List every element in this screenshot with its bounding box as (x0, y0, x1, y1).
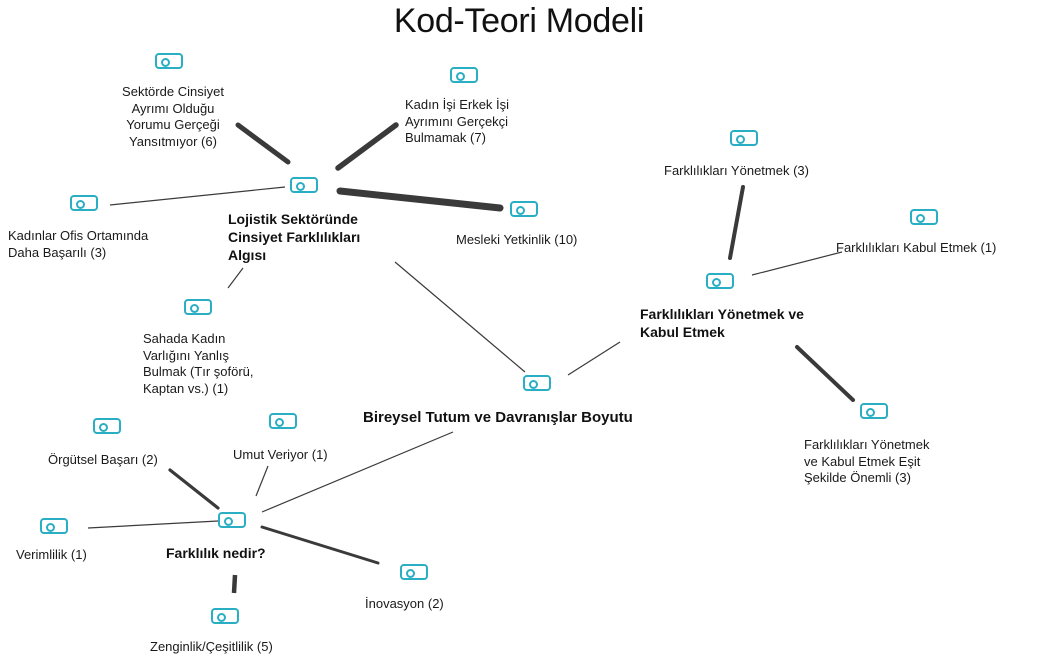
edge-sektorde-cinsiyet (235, 122, 291, 165)
code-label-orgutsel-basari: Örgütsel Başarı (2) (48, 452, 158, 467)
edge-lojistik-bireysel (394, 261, 526, 373)
code-icon[interactable] (155, 53, 183, 69)
hub-label-farklilik-nedir: Farklılık nedir? (166, 545, 266, 561)
code-label-kadin-isi: Kadın İşi Erkek İşi Ayrımını Gerçekçi Bu… (405, 97, 510, 145)
code-label-mesleki-yetkinlik: Mesleki Yetkinlik (10) (456, 232, 578, 247)
code-icon[interactable] (730, 130, 758, 146)
hub-label-bireysel: Bireysel Tutum ve Davranışlar Boyutu (363, 409, 633, 426)
diagram-title: Kod-Teori Modeli (393, 2, 645, 40)
code-icon[interactable] (860, 403, 888, 419)
code-label-farkliliklari-kabul: Farklılıkları Kabul Etmek (1) (836, 240, 997, 255)
edge-zenginlik (231, 574, 238, 594)
code-icon[interactable] (290, 177, 318, 193)
code-icon[interactable] (910, 209, 938, 225)
edge-farklilik-bireysel (261, 431, 454, 513)
edge-esit-onemli (795, 345, 855, 402)
code-label-esit-onemli: Farklılıkları Yönetmek ve Kabul Etmek Eş… (804, 437, 930, 485)
edge-bireysel-farkliliklar (567, 341, 621, 376)
code-icon[interactable] (70, 195, 98, 211)
code-icon[interactable] (450, 67, 478, 83)
edge-farkliliklari-yonetmek (728, 185, 745, 260)
hub-label-farkliliklar-yonetmek-kabul: Farklılıkları Yönetmek ve Kabul Etmek (640, 306, 804, 340)
code-icon[interactable] (523, 375, 551, 391)
code-label-inovasyon: İnovasyon (2) (365, 596, 444, 611)
code-label-sektorde-cinsiyet: Sektörde Cinsiyet Ayrımı Olduğu Yorumu G… (122, 84, 224, 149)
code-label-kadinlar-ofis: Kadınlar Ofis Ortamında Daha Başarılı (3… (8, 228, 149, 260)
hub-label-lojistik: Lojistik Sektöründe Cinsiyet Farklılıkla… (228, 211, 361, 263)
code-icon[interactable] (269, 413, 297, 429)
code-icon[interactable] (40, 518, 68, 534)
edge-sahada-kadin (227, 267, 244, 289)
code-label-verimlilik: Verimlilik (1) (16, 547, 87, 562)
edge-inovasyon (260, 525, 380, 565)
code-label-farkliliklari-yonetmek: Farklılıkları Yönetmek (3) (664, 163, 809, 178)
code-label-umut-veriyor: Umut Veriyor (1) (233, 447, 328, 462)
code-icon[interactable] (218, 512, 246, 528)
code-icon[interactable] (93, 418, 121, 434)
edge-kadinlar-ofis (109, 186, 286, 206)
edge-orgutsel-basari (168, 468, 220, 510)
edge-kadin-isi (335, 122, 399, 171)
code-icon[interactable] (184, 299, 212, 315)
code-icon[interactable] (400, 564, 428, 580)
edge-farkliliklari-kabul (751, 251, 843, 276)
edge-verimlilik (87, 520, 219, 529)
code-icon[interactable] (706, 273, 734, 289)
code-label-zenginlik: Zenginlik/Çeşitlilik (5) (150, 639, 273, 654)
edge-umut-veriyor (255, 465, 269, 497)
code-icon[interactable] (510, 201, 538, 217)
edge-mesleki-yetkinlik (336, 187, 504, 212)
code-label-sahada-kadin: Sahada Kadın Varlığını Yanlış Bulmak (Tı… (143, 331, 254, 396)
code-icon[interactable] (211, 608, 239, 624)
